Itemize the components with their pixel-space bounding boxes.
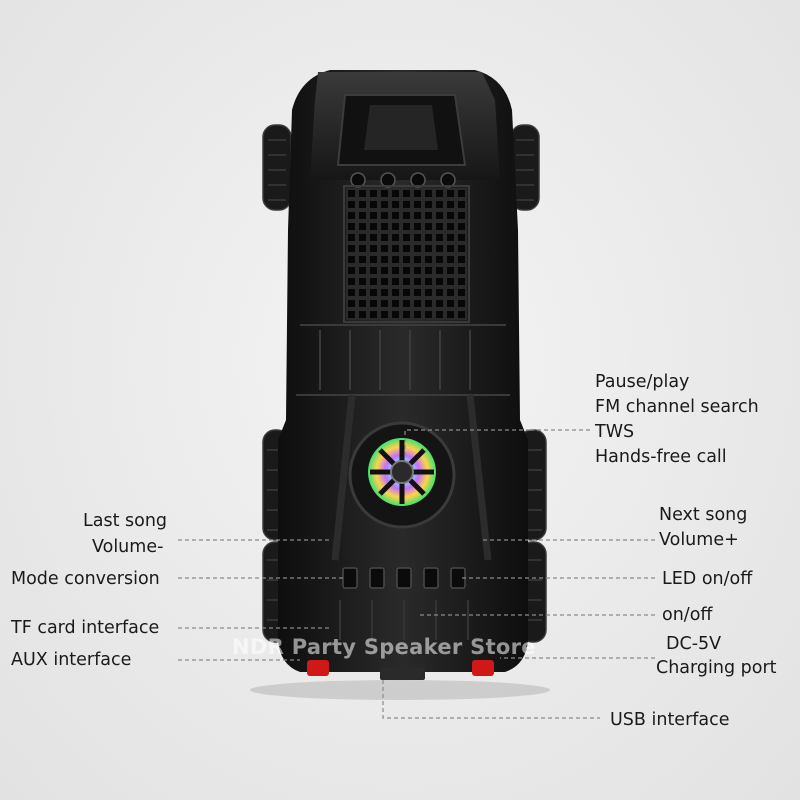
label-mode-conversion: Mode conversion [11, 569, 160, 589]
label-hands-free: Hands-free call [595, 447, 727, 467]
label-usb: USB interface [610, 710, 730, 730]
label-dc5v: DC-5V [666, 634, 722, 654]
label-volume-plus: Volume+ [659, 530, 739, 550]
tailgate-ribs [339, 600, 469, 640]
label-onoff: on/off [662, 605, 713, 625]
tail-light-left [307, 660, 329, 676]
ground-shadow [250, 680, 550, 700]
label-led-onoff: LED on/off [662, 569, 753, 589]
label-last-song: Last song [83, 511, 168, 531]
license-plate [380, 668, 425, 680]
label-tf-card: TF card interface [11, 618, 160, 638]
label-aux: AUX interface [11, 650, 132, 670]
control-buttons [342, 567, 466, 589]
speaker-grill [346, 188, 467, 320]
roll-bar [331, 394, 492, 561]
roof-lights [350, 172, 456, 188]
label-tws: TWS [595, 422, 635, 442]
label-volume-minus: Volume- [92, 537, 164, 557]
label-charging-port: Charging port [656, 658, 777, 678]
label-pause-play: Pause/play [595, 372, 690, 392]
label-fm-search: FM channel search [595, 397, 759, 417]
tire-treads [267, 139, 542, 621]
label-next-song: Next song [659, 505, 748, 525]
body-ribs [296, 324, 510, 396]
leader-lines [178, 429, 655, 719]
watermark: NDR Party Speaker Store [232, 635, 536, 659]
roof-center [364, 105, 438, 150]
tail-light-right [472, 660, 494, 676]
